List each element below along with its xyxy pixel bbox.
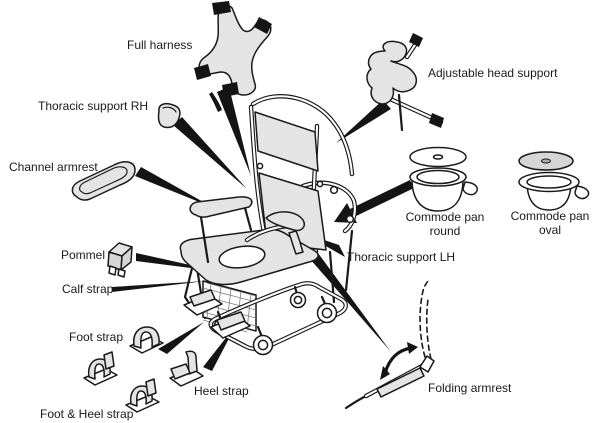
chair-hinge-left [256, 162, 264, 170]
labels: Full harness Thoracic support RH Channel… [9, 38, 589, 421]
adjustable-head-support-part [366, 33, 444, 132]
label-thoracic-support-lh: Thoracic support LH [347, 250, 455, 264]
label-commode-pan-oval-line1: Commode pan [511, 209, 590, 223]
label-foot-and-heel-strap: Foot & Heel strap [40, 407, 134, 421]
label-calf-strap: Calf strap [62, 282, 114, 296]
label-foot-strap: Foot strap [69, 330, 123, 344]
full-harness-part [194, 1, 272, 97]
thoracic-support-rh-part [157, 102, 181, 129]
arrow-channel-armrest [135, 167, 214, 208]
label-thoracic-support-rh: Thoracic support RH [38, 99, 148, 113]
label-folding-armrest: Folding armrest [428, 381, 512, 395]
arrow-full-harness [217, 87, 251, 176]
arrow-commode-pan-bar [350, 180, 414, 217]
chair-commode-opening [218, 245, 266, 269]
chair-footplates [183, 289, 251, 339]
label-commode-pan-round-line1: Commode pan [406, 210, 485, 224]
arrow-calf-strap [112, 281, 206, 292]
commode-pan-round-part [409, 146, 478, 212]
commode-pan-oval-part [518, 151, 590, 211]
label-commode-pan-oval-line2: oval [539, 223, 561, 237]
arrow-full-harness-sliver [209, 92, 222, 112]
label-adjustable-head-support: Adjustable head support [428, 66, 558, 80]
folding-armrest-part [344, 279, 435, 410]
arrow-head-support [336, 100, 391, 143]
chair-hinge-right [316, 180, 324, 188]
pommel-part [107, 242, 133, 278]
label-pommel: Pommel [61, 248, 105, 262]
label-channel-armrest: Channel armrest [9, 160, 98, 174]
label-full-harness: Full harness [127, 38, 192, 52]
heel-strap-part [169, 350, 204, 387]
foot-heel-strap-part [83, 351, 160, 413]
foot-strap-part [129, 326, 164, 354]
arrow-thoracic-rh [173, 117, 247, 189]
chair-thoracic-pad [265, 211, 306, 255]
channel-armrest-part [71, 161, 136, 201]
label-commode-pan-round-line2: round [430, 224, 461, 238]
commode-chair-illustration [179, 94, 358, 356]
arrow-foot-strap [158, 322, 204, 354]
chair-headrest-panel [254, 111, 319, 172]
label-heel-strap: Heel strap [194, 384, 249, 398]
